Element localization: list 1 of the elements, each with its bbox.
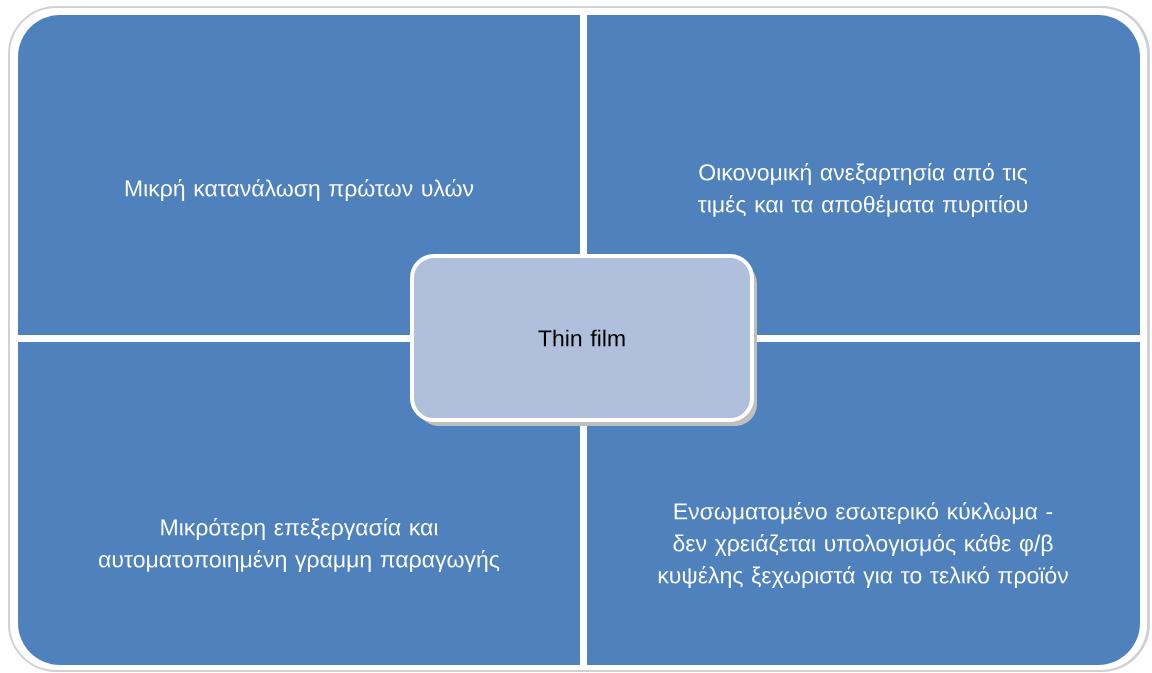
center-box: Thin film [410,254,757,426]
